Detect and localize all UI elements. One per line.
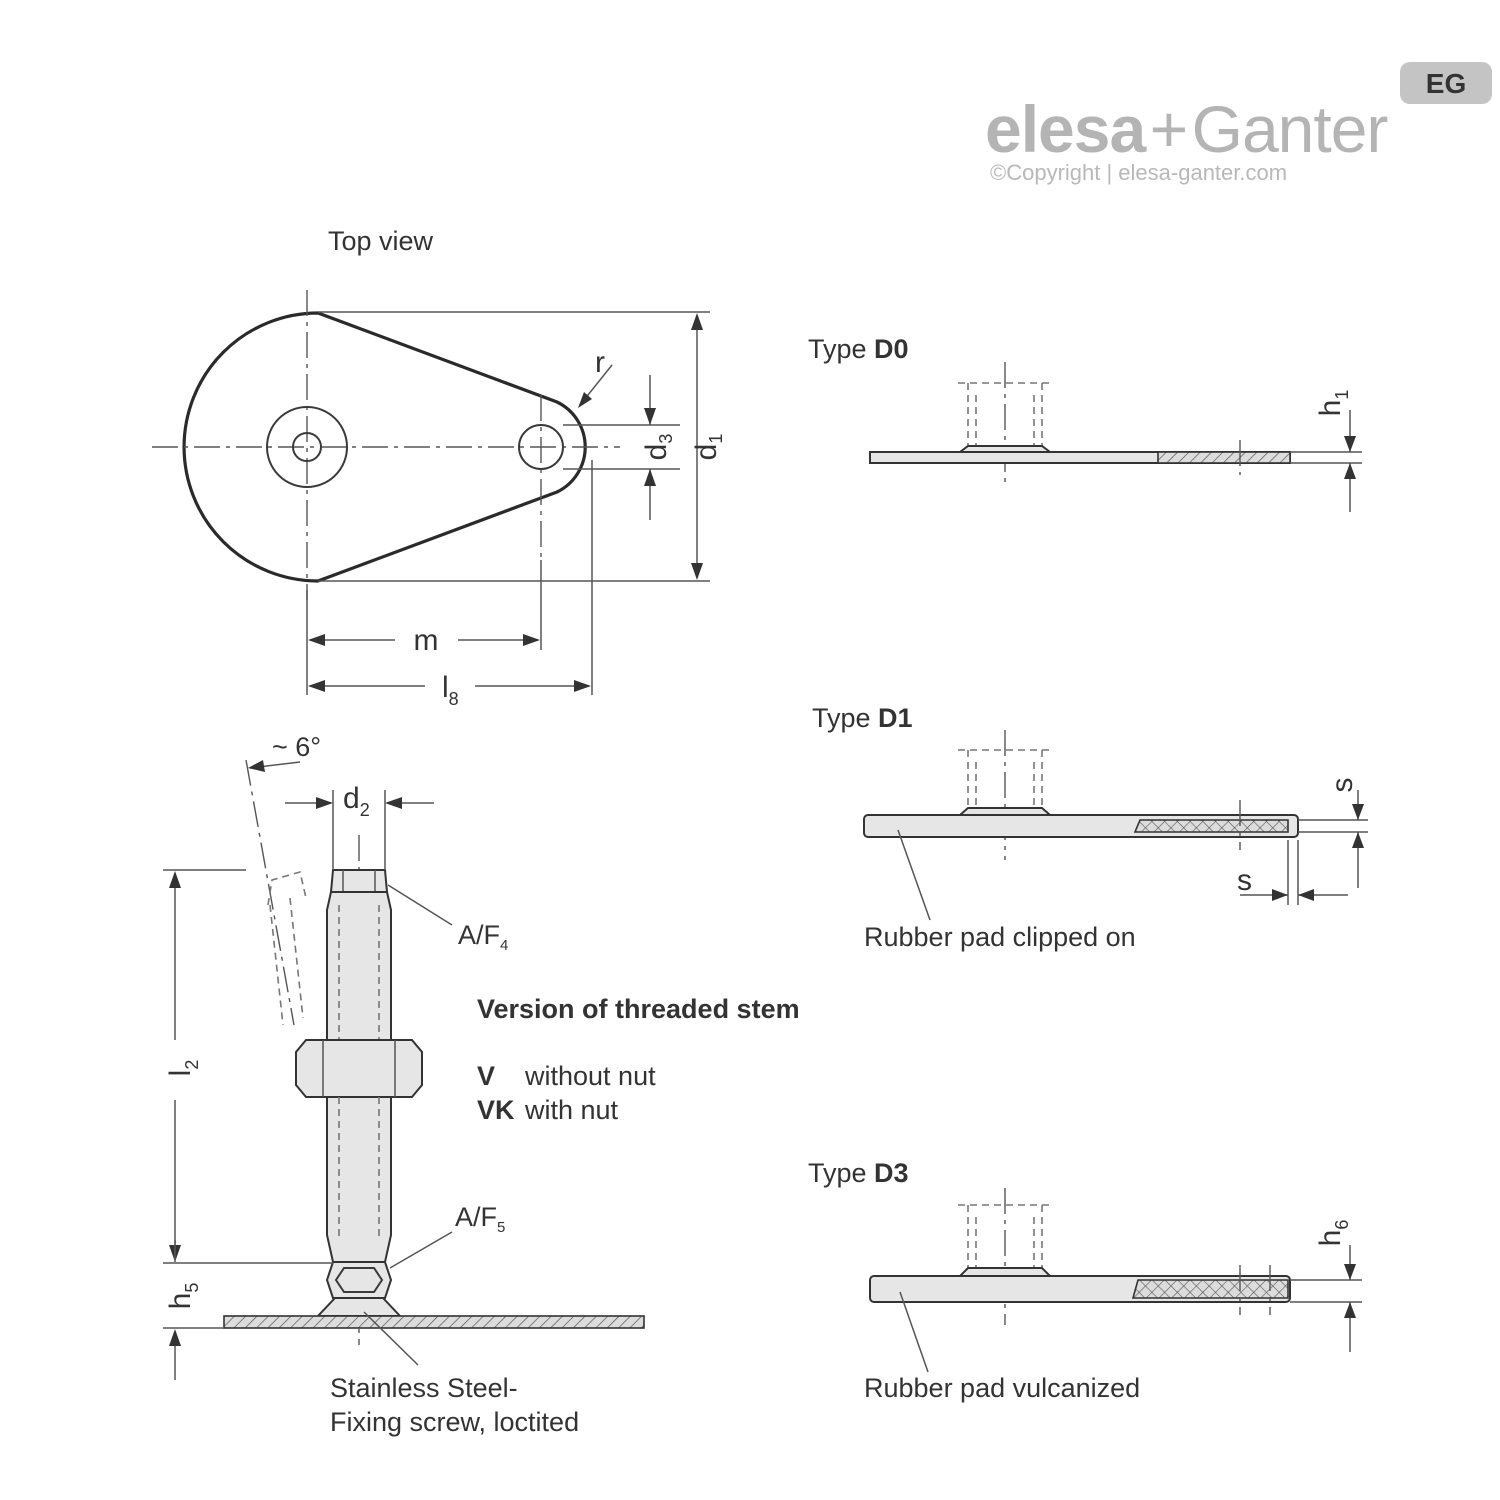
logo-plus: + bbox=[1150, 92, 1188, 166]
dim-d1: d1 bbox=[690, 434, 726, 461]
threaded-stem-upper bbox=[326, 891, 392, 1041]
dim-h1: h1 bbox=[1314, 390, 1352, 417]
dim-m: m bbox=[414, 624, 439, 657]
type-d1-title: Type D1 bbox=[812, 703, 913, 733]
logo-badge-text: EG bbox=[1426, 68, 1466, 99]
dim-d3: d3 bbox=[640, 434, 676, 461]
hex-nut bbox=[295, 1039, 423, 1098]
teardrop-base-outline bbox=[182, 311, 587, 583]
fixing-hole bbox=[518, 424, 564, 470]
center-hole bbox=[292, 432, 322, 462]
base-plate-side bbox=[223, 1315, 645, 1329]
dim-h5: h5 bbox=[164, 1283, 202, 1310]
dim-l8: l8 bbox=[442, 671, 459, 709]
stem-versions-heading: Version of threaded stem bbox=[477, 994, 800, 1024]
side-view: ~ 6° d2 bbox=[163, 732, 645, 1437]
dim-h6: h6 bbox=[1314, 1220, 1352, 1247]
center-boss-outer bbox=[266, 406, 348, 488]
dim-s-vertical: s bbox=[1326, 778, 1359, 793]
top-view-title: Top view bbox=[328, 226, 434, 256]
type-d0-title: Type D0 bbox=[808, 334, 909, 364]
dim-r: r bbox=[595, 346, 605, 379]
type-d3-caption: Rubber pad vulcanized bbox=[864, 1373, 1140, 1403]
logo-copyright: ©Copyright | elesa-ganter.com bbox=[990, 160, 1287, 185]
stem-version-desc-v: without nut bbox=[524, 1061, 656, 1091]
stem-version-code-vk: VK bbox=[477, 1095, 515, 1125]
top-view: Top view d1 d3 bbox=[152, 226, 726, 709]
brand-logo: EG elesa + Ganter ©Copyright | elesa-gan… bbox=[985, 62, 1492, 185]
label-screw-line1: Stainless Steel- bbox=[330, 1373, 518, 1403]
stem-versions: Version of threaded stem V without nut V… bbox=[477, 994, 800, 1125]
top-hex-af4 bbox=[329, 869, 389, 893]
type-d1-view: Type D1 s s Rubber pad clipped on bbox=[812, 703, 1368, 952]
type-d3-view: Type D3 h6 Rubber pad vulcanized bbox=[808, 1158, 1362, 1403]
type-d0-view: Type D0 h1 bbox=[808, 334, 1362, 512]
threaded-stem-lower bbox=[326, 1096, 392, 1263]
type-d1-caption: Rubber pad clipped on bbox=[864, 922, 1136, 952]
dim-l2: l2 bbox=[164, 1060, 202, 1077]
dim-angle: ~ 6° bbox=[272, 732, 321, 762]
type-d3-title: Type D3 bbox=[808, 1158, 909, 1188]
logo-brand-left: elesa bbox=[985, 92, 1147, 166]
stem-version-code-v: V bbox=[477, 1061, 495, 1091]
logo-brand-right: Ganter bbox=[1192, 92, 1388, 166]
label-af5: A/F5 bbox=[455, 1202, 505, 1236]
stem-version-desc-vk: with nut bbox=[524, 1095, 619, 1125]
label-screw-line2: Fixing screw, loctited bbox=[330, 1407, 579, 1437]
logo-badge-icon bbox=[1400, 62, 1492, 104]
label-af4: A/F4 bbox=[458, 920, 508, 954]
dim-d2: d2 bbox=[343, 782, 370, 820]
logo-wordmark: elesa + Ganter bbox=[985, 92, 1387, 166]
dim-s-horizontal: s bbox=[1237, 864, 1252, 897]
